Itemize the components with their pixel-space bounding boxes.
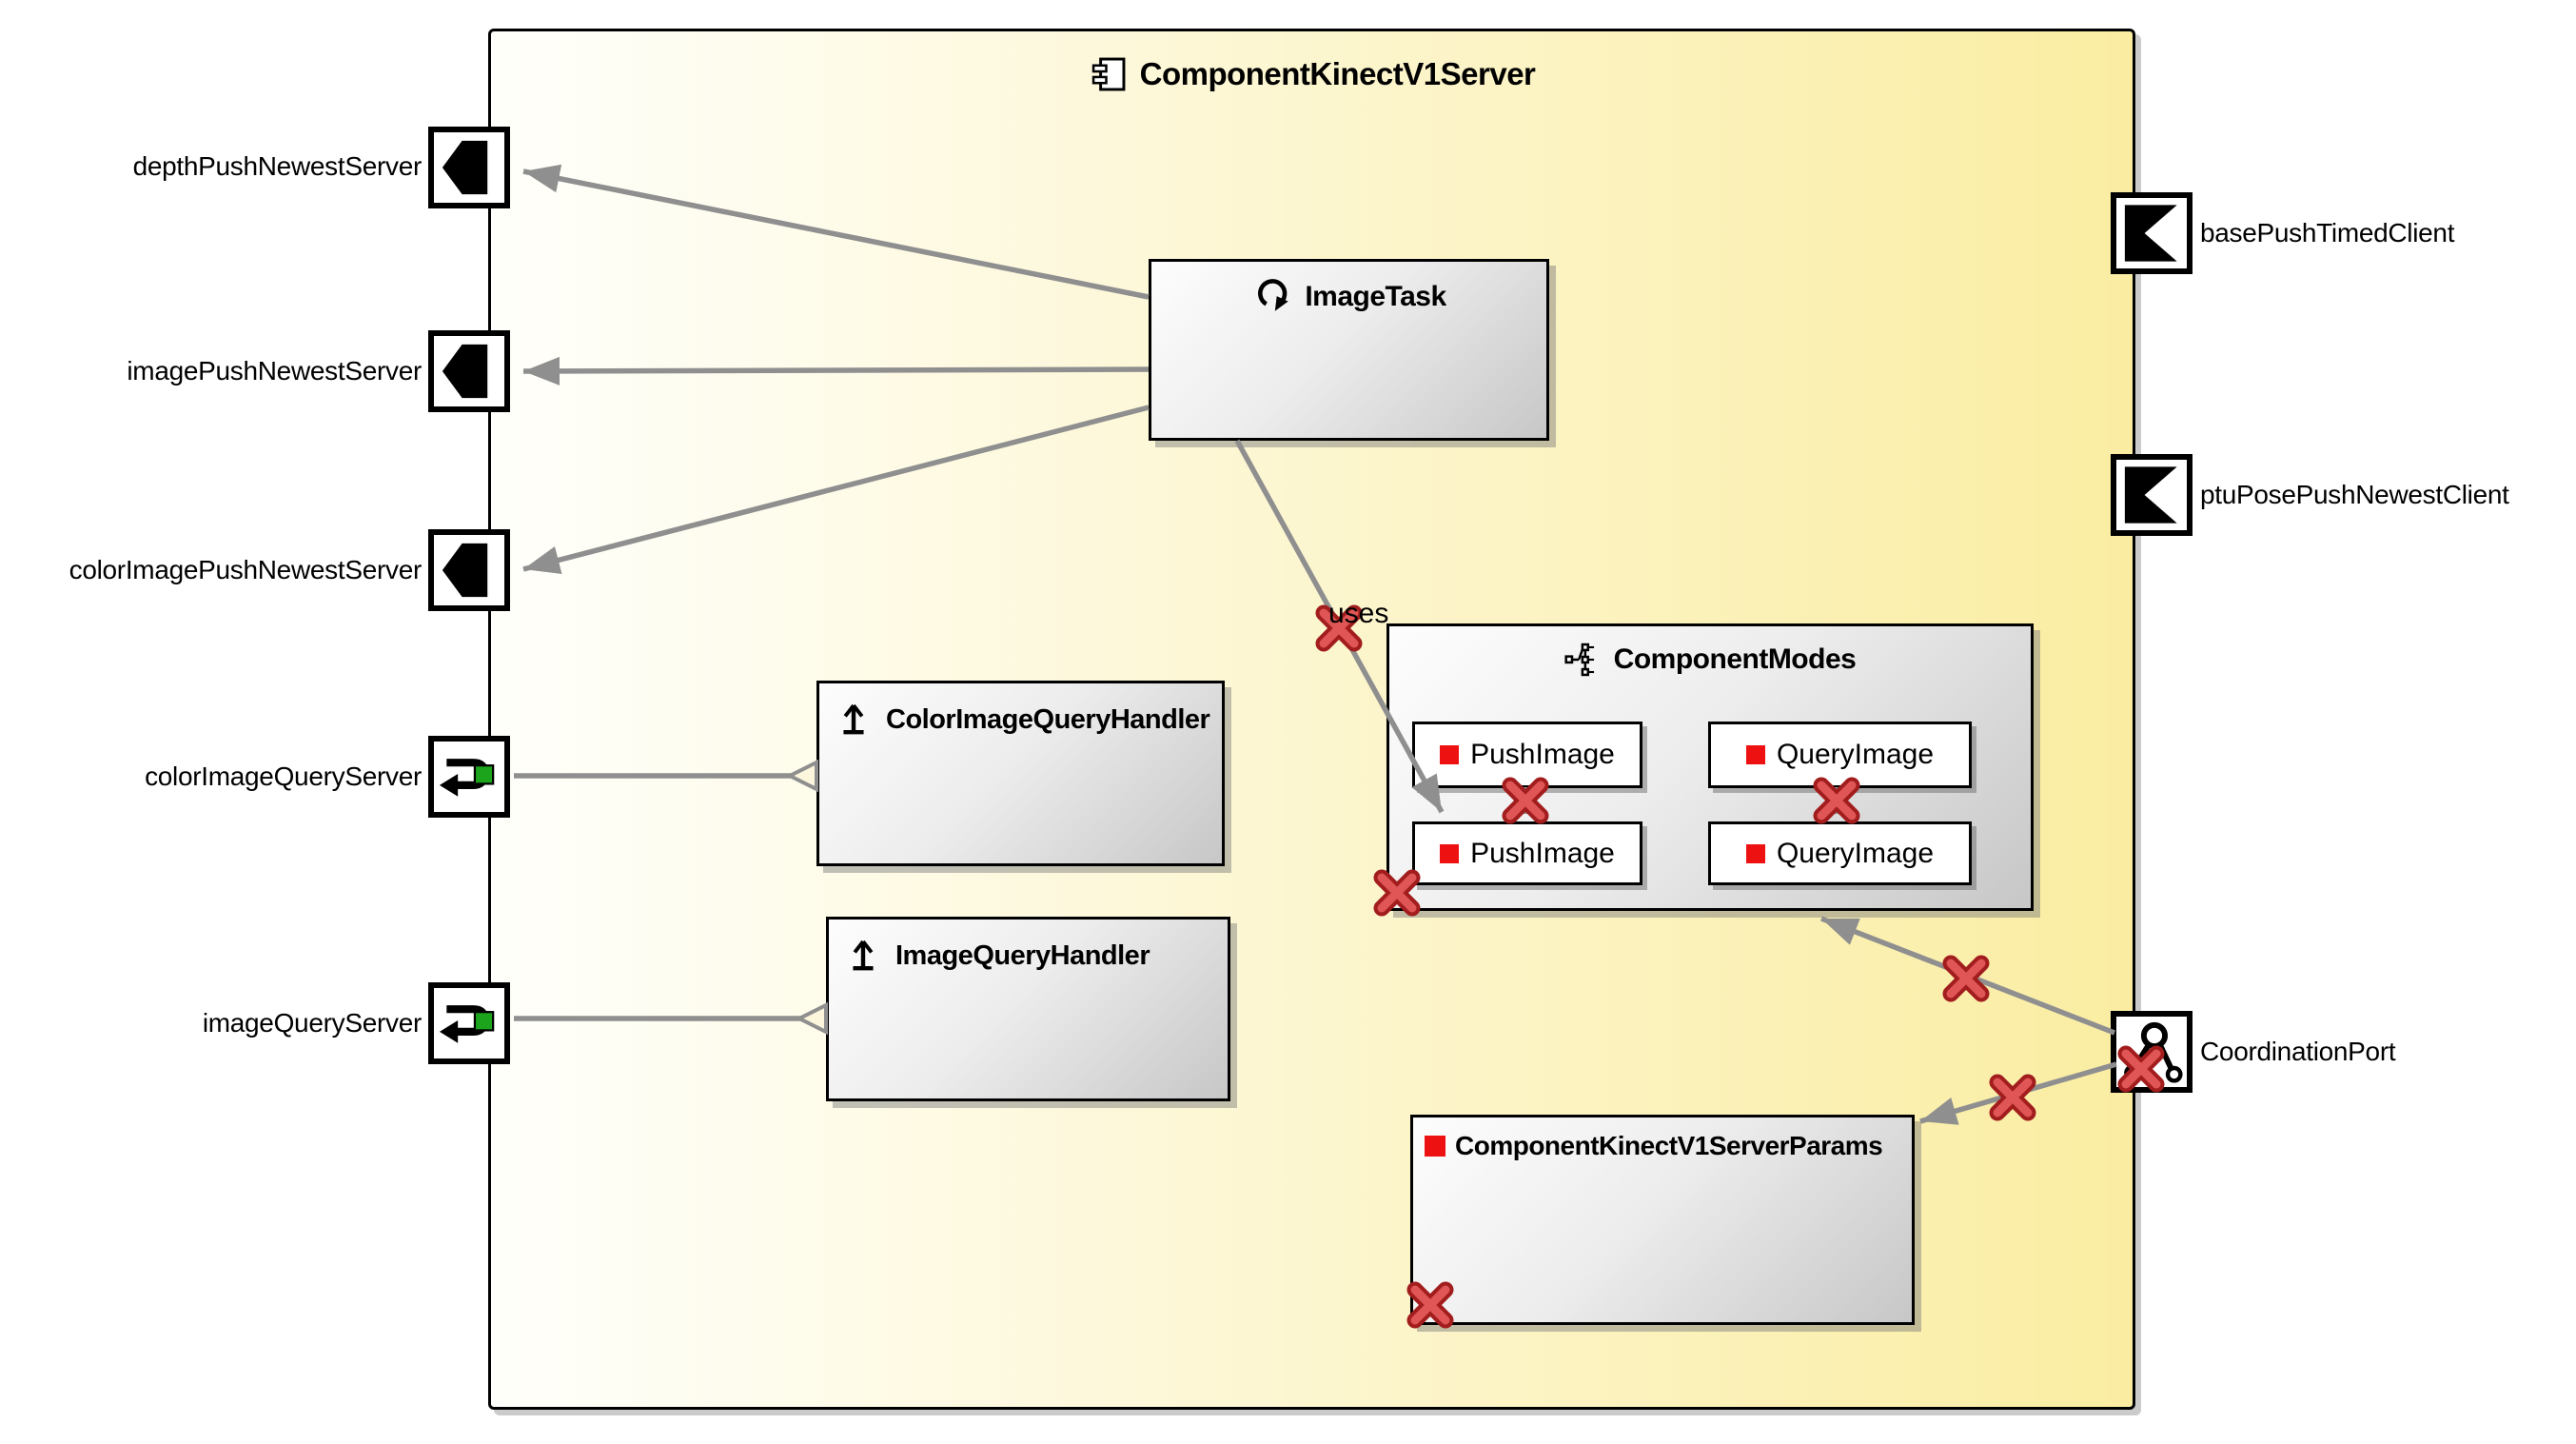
handler-up-arrow-icon	[843, 703, 864, 735]
mode-query-image-1[interactable]: QueryImage	[1708, 722, 1972, 788]
port-color-image-query-server[interactable]	[428, 736, 510, 818]
query-server-port-icon	[439, 1005, 495, 1043]
mode-bullet-icon	[1745, 745, 1765, 764]
params-bullet-icon	[1425, 1136, 1445, 1157]
image-query-handler-box[interactable]: ImageQueryHandler	[826, 917, 1230, 1101]
push-server-port-icon	[442, 344, 488, 399]
query-server-port-icon	[439, 759, 495, 797]
mode-query-image-2[interactable]: QueryImage	[1708, 821, 1972, 885]
component-title: ComponentKinectV1Server	[488, 49, 2135, 99]
port-color-image-push-newest-server[interactable]	[428, 529, 510, 611]
port-ptu-pose-push-newest-client[interactable]	[2111, 454, 2193, 536]
port-label: imageQueryServer	[202, 1008, 422, 1038]
mode-bullet-icon	[1440, 745, 1460, 764]
mode-bullet-icon	[1745, 843, 1765, 863]
port-base-push-timed-client[interactable]	[2111, 192, 2193, 274]
mode-bullet-icon	[1440, 843, 1460, 863]
port-label: imagePushNewestServer	[127, 356, 422, 386]
uses-annotation: uses	[1328, 598, 1389, 629]
port-coordination[interactable]	[2111, 1011, 2193, 1093]
image-task-box[interactable]: ImageTask	[1149, 259, 1549, 441]
component-title-text: ComponentKinectV1Server	[1139, 56, 1536, 91]
coordination-port-icon	[2124, 1021, 2183, 1083]
mode-push-image-2[interactable]: PushImage	[1412, 821, 1642, 885]
color-image-query-handler-box[interactable]: ColorImageQueryHandler	[816, 681, 1225, 866]
component-params-box[interactable]: ComponentKinectV1ServerParams	[1410, 1115, 1915, 1325]
component-modes-box[interactable]: ComponentModes PushImage QueryImage Push…	[1386, 623, 2034, 911]
task-loop-icon	[1258, 279, 1288, 311]
port-depth-push-newest-server[interactable]	[428, 127, 510, 208]
mode-push-image-1[interactable]: PushImage	[1412, 722, 1642, 788]
push-client-port-icon	[2124, 466, 2177, 524]
port-image-push-newest-server[interactable]	[428, 330, 510, 412]
params-label: ComponentKinectV1ServerParams	[1455, 1131, 1883, 1160]
modes-tree-icon	[1564, 643, 1594, 677]
image-query-handler-label: ImageQueryHandler	[895, 940, 1150, 971]
port-label: CoordinationPort	[2200, 1037, 2396, 1066]
port-label: basePushTimedClient	[2200, 218, 2455, 247]
color-image-query-handler-label: ColorImageQueryHandler	[886, 703, 1210, 735]
image-task-label: ImageTask	[1305, 281, 1446, 312]
component-modes-label: ComponentModes	[1613, 643, 1857, 675]
push-client-port-icon	[2124, 205, 2177, 262]
uml-component-icon	[1091, 57, 1126, 91]
port-label: colorImageQueryServer	[145, 762, 422, 791]
mode-label: PushImage	[1470, 837, 1615, 869]
handler-up-arrow-icon	[853, 940, 874, 971]
mode-label: QueryImage	[1776, 837, 1935, 869]
push-server-port-icon	[442, 543, 488, 598]
mode-label: QueryImage	[1776, 739, 1935, 770]
mode-label: PushImage	[1470, 739, 1615, 770]
push-server-port-icon	[442, 140, 488, 195]
port-image-query-server[interactable]	[428, 982, 510, 1064]
port-label: ptuPosePushNewestClient	[2200, 480, 2509, 509]
port-label: colorImagePushNewestServer	[69, 555, 423, 584]
port-label: depthPushNewestServer	[132, 151, 423, 181]
